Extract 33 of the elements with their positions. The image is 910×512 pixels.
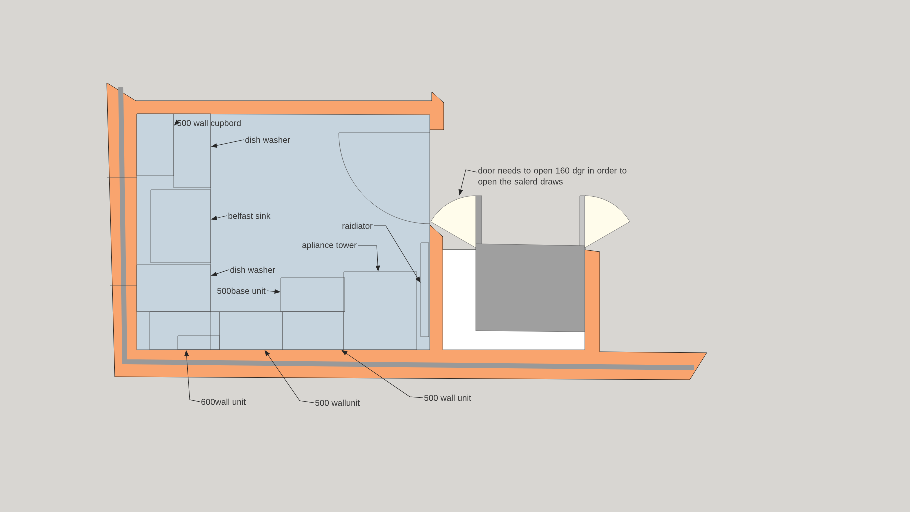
door-swing-arc [430,196,476,248]
leader-line [358,246,380,272]
leader-line [174,120,180,126]
callout-label: apliance tower [302,242,357,250]
leader-line [458,170,478,196]
leader-line [184,350,200,402]
leader-line [342,350,424,398]
leader-line [212,140,244,148]
cabinet-outline [280,278,346,312]
cabinet-outline [282,312,344,350]
cabinet-outline [174,114,212,188]
callout-label: 600wall unit [202,398,246,406]
leader-line [266,290,280,294]
callout-label: 500base unit [218,288,266,294]
cabinet-outline [136,264,212,312]
door-swing-arc [584,196,630,248]
leader-line [212,270,230,276]
cabinet-outline [420,242,430,338]
leader-line [374,226,421,283]
cabinet-outline [344,272,418,350]
callout-label: 500 wall unit [424,394,472,402]
cabinet-outline [220,312,284,350]
callout-label: raidiator [342,222,373,230]
callout-label: door needs to open 160 dgr in order to open the salerd draws [478,168,627,186]
leader-line [212,216,228,220]
callout-label: 500 wallunit [316,400,360,406]
cabinet-outline [150,190,212,264]
cabinet-outline [150,312,220,350]
callout-label: dish washer [246,136,290,144]
cabinet-outline [136,114,174,176]
callout-label: dish washer [230,266,276,274]
leader-line [264,350,314,404]
callout-label: belfast sink [228,212,271,220]
